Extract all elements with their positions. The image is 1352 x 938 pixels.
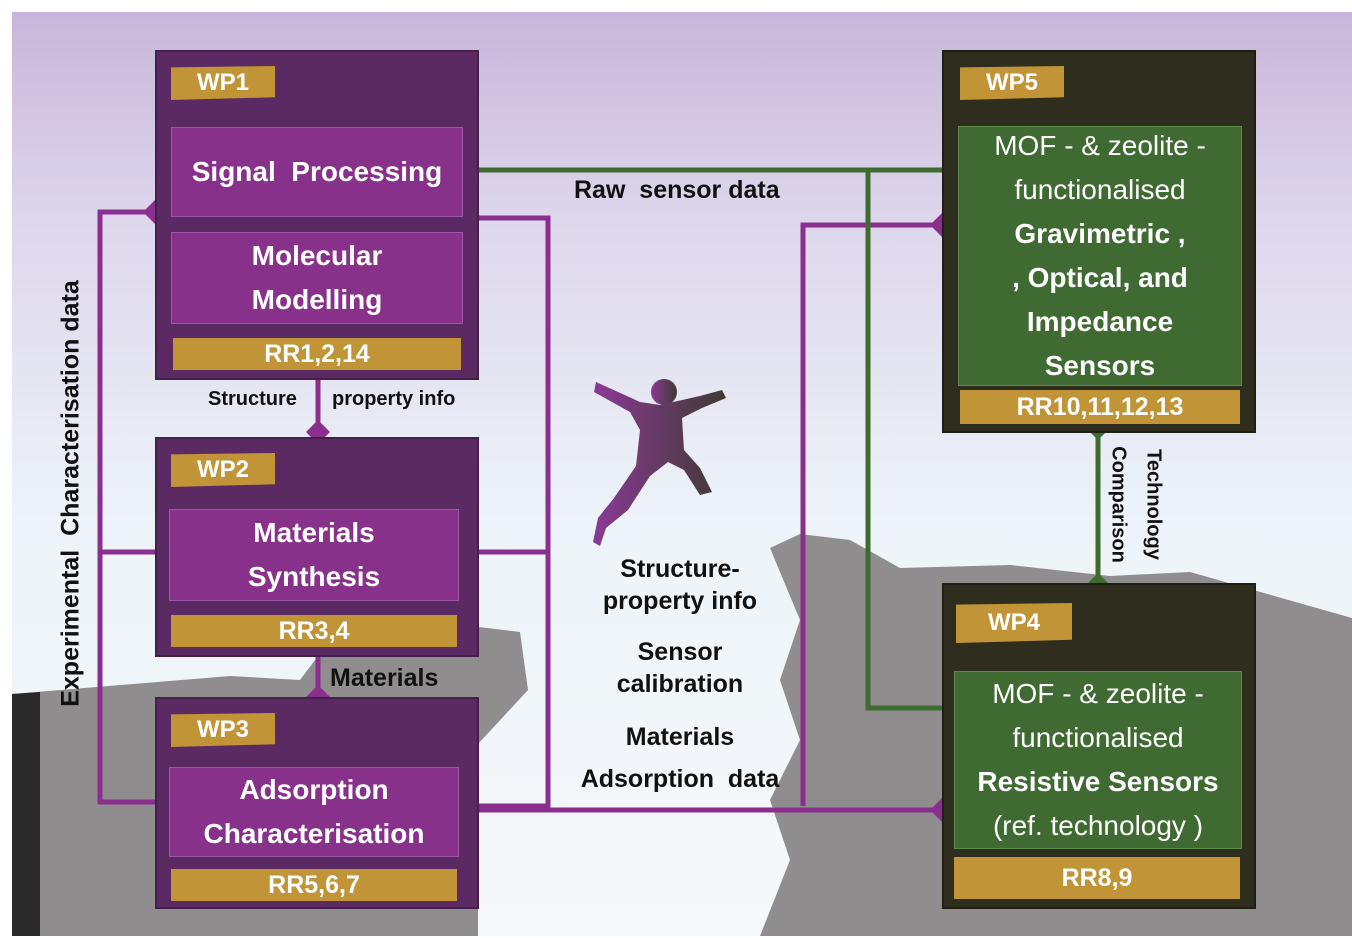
wp5-line2: functionalised bbox=[1014, 174, 1186, 205]
wp2-tag: WP2 bbox=[171, 453, 275, 487]
center-bus-left bbox=[477, 215, 551, 809]
experimental-characterisation-label: Experimental Characterisation data bbox=[56, 280, 85, 707]
wp3-panel: WP3 Adsorption Characterisation RR5,6,7 bbox=[155, 697, 479, 909]
wp4-line3: Resistive Sensors bbox=[977, 766, 1219, 797]
wp3-rr-bar: RR5,6,7 bbox=[171, 869, 457, 901]
left-cliff-shadow bbox=[12, 692, 40, 936]
wp5-line1: MOF - & zeolite - bbox=[994, 130, 1206, 161]
molecular-modelling-line1: Molecular bbox=[251, 240, 383, 271]
experimental-data-line bbox=[97, 209, 155, 805]
center-materials-line: Materials bbox=[625, 723, 735, 751]
center-sensor-line: Sensor bbox=[637, 638, 723, 666]
wp4-sensor-box: MOF - & zeolite - functionalised Resisti… bbox=[954, 671, 1242, 849]
wp2-panel: WP2 Materials Synthesis RR3,4 bbox=[155, 437, 479, 657]
wp4-line2: functionalised bbox=[1012, 722, 1184, 753]
jumping-person-silhouette bbox=[593, 379, 726, 546]
center-structure-line1: Structure- bbox=[620, 555, 740, 583]
materials-label: Materials bbox=[330, 664, 439, 692]
adsorption-line2: Characterisation bbox=[203, 818, 425, 849]
wp4-line1: MOF - & zeolite - bbox=[992, 678, 1204, 709]
comparison-label: Comparison bbox=[1107, 446, 1130, 563]
wp5-panel: WP5 MOF - & zeolite - functionalised Gra… bbox=[942, 50, 1256, 433]
adsorption-line1: Adsorption bbox=[239, 774, 389, 805]
wp3-tag: WP3 bbox=[171, 713, 275, 747]
materials-synthesis-box: Materials Synthesis bbox=[169, 509, 459, 601]
center-adsorption-line: Adsorption data bbox=[580, 765, 780, 793]
purple-connectors bbox=[97, 209, 942, 813]
wp1-tag: WP1 bbox=[171, 66, 275, 100]
center-structure-line2: property info bbox=[602, 587, 758, 615]
wp5-sensor-box: MOF - & zeolite - functionalised Gravime… bbox=[958, 126, 1242, 386]
molecular-modelling-line2: Modelling bbox=[251, 284, 383, 315]
wp4-rr-bar: RR8,9 bbox=[954, 857, 1240, 899]
wp5-line5: Impedance bbox=[1026, 306, 1174, 337]
wp5-rr-bar: RR10,11,12,13 bbox=[960, 390, 1240, 424]
center-bus-right bbox=[800, 222, 942, 806]
wp4-line4: (ref. technology ) bbox=[992, 810, 1204, 841]
wp1-rr-bar: RR1,2,14 bbox=[173, 338, 461, 370]
signal-processing-box: Signal Processing bbox=[171, 127, 463, 217]
wp5-wp4-loop bbox=[865, 170, 958, 711]
materials-synthesis-line1: Materials bbox=[253, 517, 375, 548]
wp4-panel: WP4 MOF - & zeolite - functionalised Res… bbox=[942, 583, 1256, 909]
materials-synthesis-line2: Synthesis bbox=[247, 561, 381, 592]
property-info-label: property info bbox=[332, 388, 456, 410]
wp2-rr-bar: RR3,4 bbox=[171, 615, 457, 647]
wp1-panel: WP1 Signal Processing Molecular Modellin… bbox=[155, 50, 479, 380]
wp5-line4: , Optical, and bbox=[1012, 262, 1188, 293]
raw-sensor-data-label: Raw sensor data bbox=[574, 176, 780, 204]
center-calibration-line: calibration bbox=[616, 670, 744, 698]
structure-label: Structure bbox=[208, 388, 297, 410]
wp5-line6: Sensors bbox=[1044, 350, 1156, 381]
technology-label: Technology bbox=[1142, 449, 1165, 560]
wp5-line3: Gravimetric , bbox=[1014, 218, 1186, 249]
adsorption-characterisation-box: Adsorption Characterisation bbox=[169, 767, 459, 857]
wp5-tag: WP5 bbox=[960, 66, 1064, 100]
molecular-modelling-box: Molecular Modelling bbox=[171, 232, 463, 324]
green-connectors bbox=[462, 167, 1101, 711]
wp4-tag: WP4 bbox=[956, 603, 1072, 643]
